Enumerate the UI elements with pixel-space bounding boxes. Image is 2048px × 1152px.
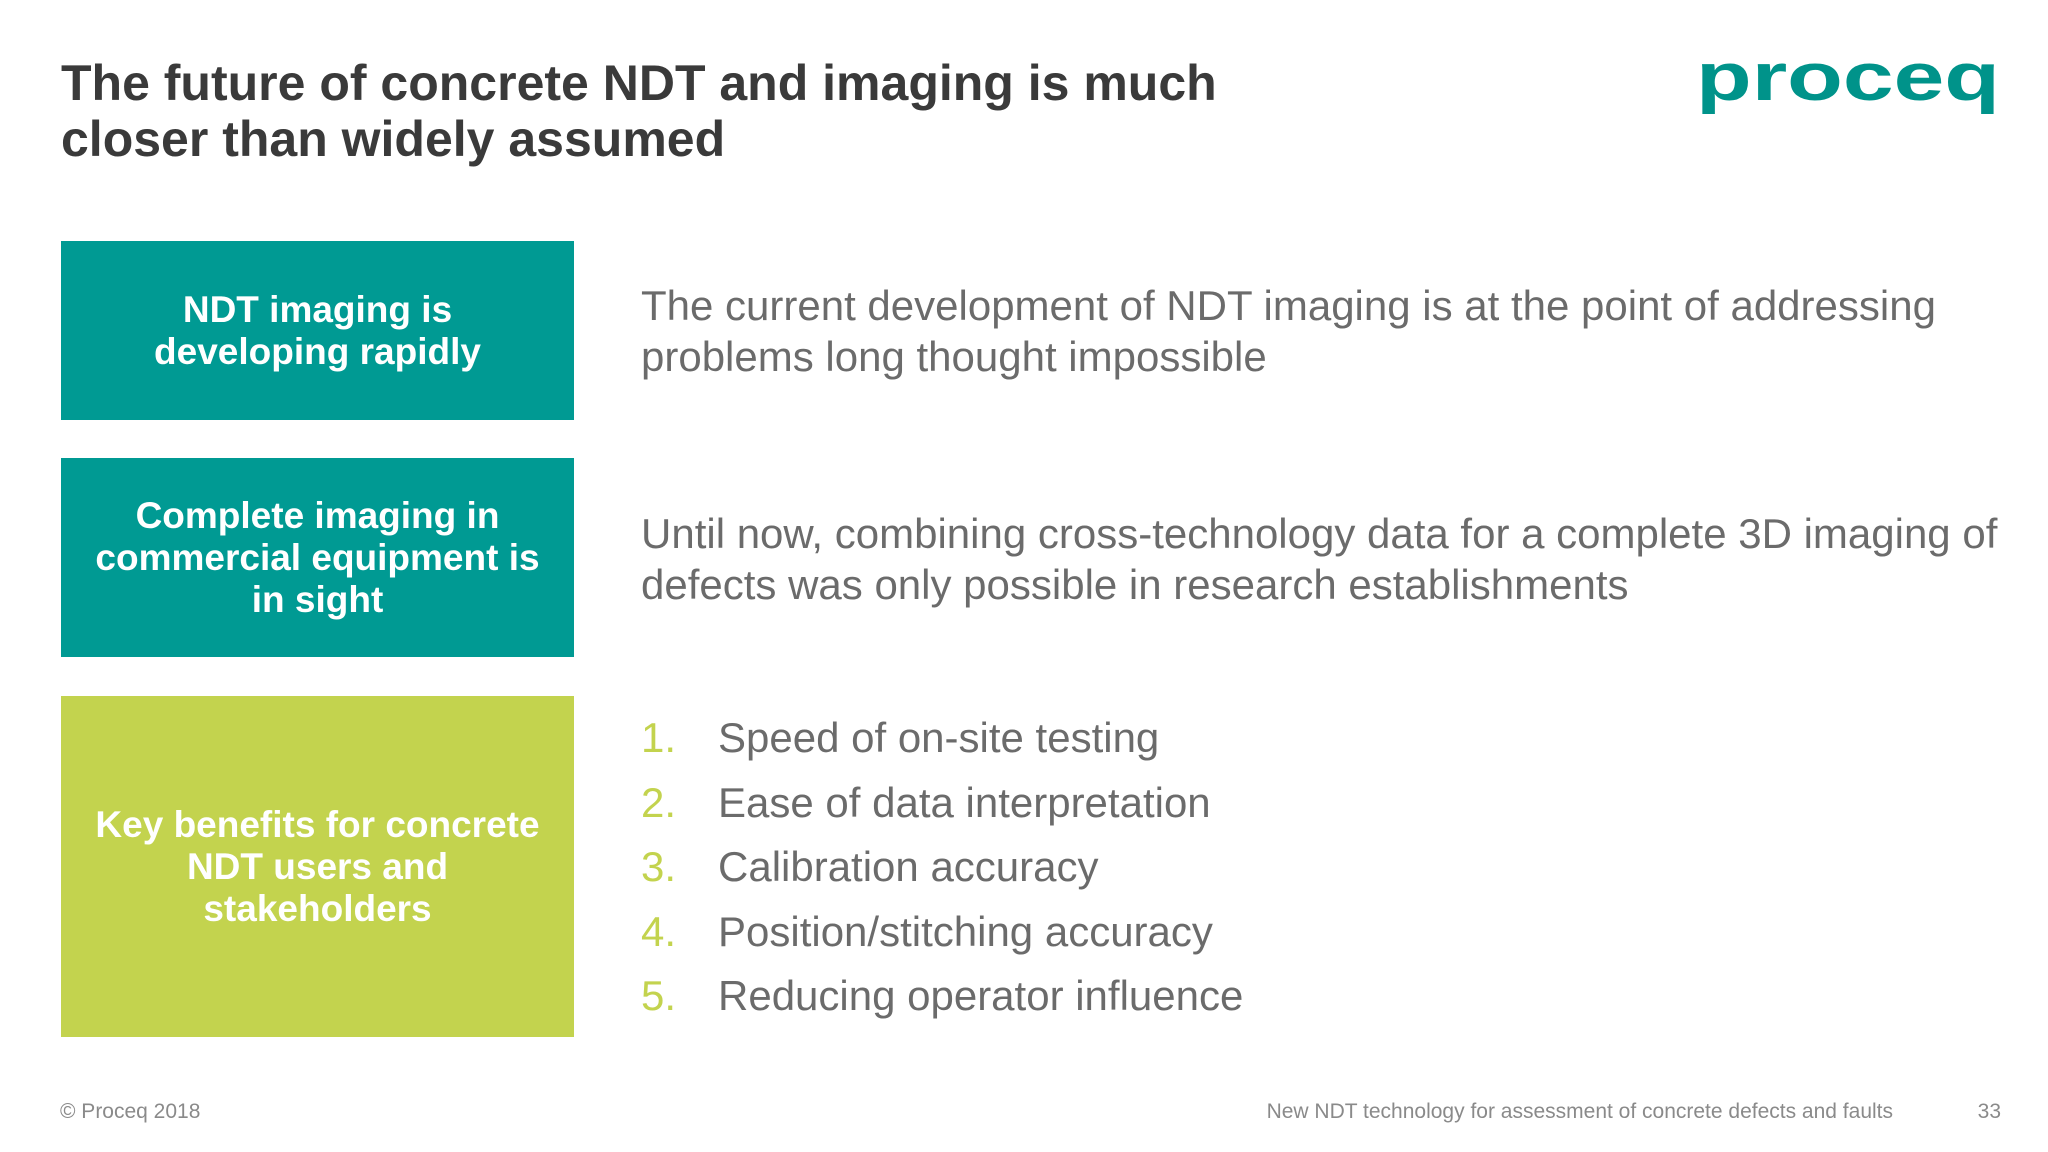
label-box-complete-imaging: Complete imaging in commercial equipment… (61, 458, 574, 657)
benefits-list: 1. Speed of on-site testing 2. Ease of d… (641, 712, 1243, 1035)
benefit-item: 3. Calibration accuracy (641, 841, 1243, 906)
benefit-text: Reducing operator influence (718, 972, 1244, 1019)
description-ndt-imaging: The current development of NDT imaging i… (641, 282, 1936, 380)
benefit-number: 5. (641, 972, 677, 1019)
benefit-item: 2. Ease of data interpretation (641, 777, 1243, 842)
benefit-number: 2. (641, 778, 677, 826)
benefit-number: 4. (641, 907, 677, 955)
logo-text: proceq (1696, 50, 2000, 115)
label-box-text: Key benefits for concrete NDT users and … (95, 803, 540, 929)
footer-subtitle: New NDT technology for assessment of con… (1266, 1100, 1893, 1123)
benefit-number: 3. (641, 843, 677, 890)
benefit-text: Ease of data interpretation (718, 778, 1211, 826)
proceq-logo: proceq (1696, 50, 2000, 115)
page-number: 33 (1977, 1100, 2001, 1123)
description-complete-imaging: Until now, combining cross-technology da… (641, 510, 1998, 608)
label-box-text: NDT imaging is developing rapidly (154, 288, 481, 372)
label-box-text: Complete imaging in commercial equipment… (95, 494, 540, 620)
footer-copyright: © Proceq 2018 (60, 1100, 201, 1123)
benefit-number: 1. (641, 714, 677, 761)
benefit-text: Speed of on-site testing (718, 714, 1160, 761)
benefit-item: 5. Reducing operator influence (641, 970, 1243, 1035)
slide-title: The future of concrete NDT and imaging i… (61, 55, 1217, 167)
benefit-item: 1. Speed of on-site testing (641, 712, 1243, 777)
benefit-item: 4. Position/stitching accuracy (641, 906, 1243, 971)
benefit-text: Calibration accuracy (718, 843, 1099, 890)
label-box-ndt-imaging: NDT imaging is developing rapidly (61, 241, 574, 420)
benefit-text: Position/stitching accuracy (718, 907, 1213, 955)
label-box-key-benefits: Key benefits for concrete NDT users and … (61, 696, 574, 1037)
